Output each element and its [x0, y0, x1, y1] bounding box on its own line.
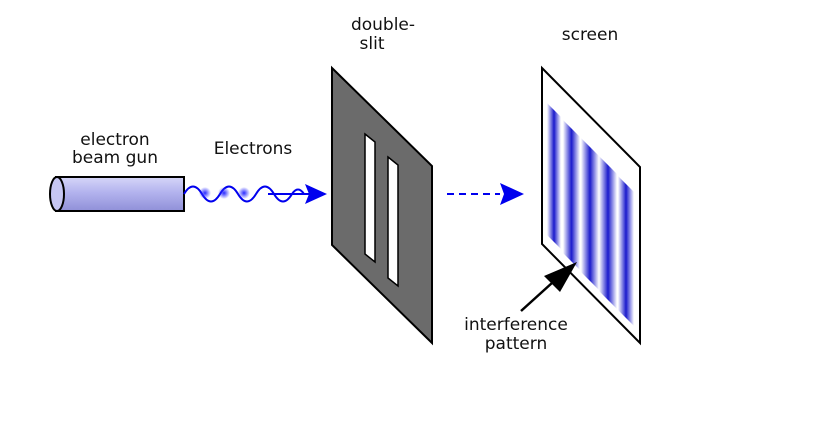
pattern-label-line2: pattern	[485, 334, 547, 354]
fringe	[547, 103, 561, 249]
slit-2	[387, 155, 399, 288]
fringe	[618, 176, 634, 326]
beam-arrowhead	[305, 184, 327, 204]
electron-dot	[238, 187, 250, 199]
screen	[541, 65, 641, 346]
fringe	[581, 138, 599, 290]
dashed-arrowhead	[500, 183, 524, 205]
pointer-arrowhead	[544, 262, 577, 292]
gun-label-line1: electron	[80, 130, 149, 150]
pattern-label-line1: interference	[464, 315, 568, 335]
propagation-arrow	[447, 183, 524, 205]
interference-fringes	[547, 103, 634, 326]
slit-1	[364, 132, 376, 264]
electron-dot	[218, 187, 230, 199]
gun-label-line2: beam gun	[72, 148, 158, 168]
electron-dot	[199, 187, 211, 199]
slit-label-line2: slit	[360, 34, 385, 54]
electron-beam	[183, 184, 327, 204]
fringe	[599, 156, 617, 309]
gun-back-cap	[49, 176, 65, 212]
pattern-pointer	[520, 262, 577, 312]
slit-plate	[331, 65, 433, 346]
slit-label-line1: double-	[351, 15, 415, 35]
fringe	[563, 120, 580, 270]
double-slit-plate	[331, 65, 433, 346]
electrons-label: Electrons	[214, 139, 293, 159]
gun-body	[55, 176, 185, 212]
electron-beam-gun	[49, 176, 185, 212]
screen-label: screen	[562, 25, 619, 45]
